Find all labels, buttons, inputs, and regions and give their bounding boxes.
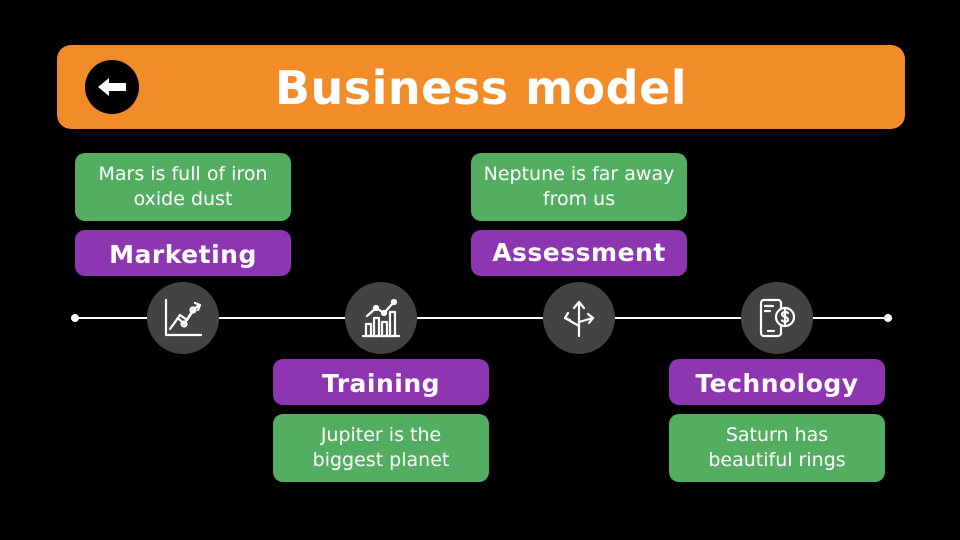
step-label-marketing: Marketing	[75, 230, 291, 276]
step-node-assessment	[543, 282, 615, 354]
timeline-start-dot	[71, 314, 79, 322]
step-node-training	[345, 282, 417, 354]
arrows-crossroad-icon	[563, 300, 595, 338]
page-title: Business model	[274, 61, 688, 115]
step-description-training: Jupiter is the biggest planet	[273, 414, 489, 482]
step-node-marketing	[147, 282, 219, 354]
mobile-payment-icon	[759, 298, 796, 338]
step-description-technology: Saturn has beautiful rings	[669, 414, 885, 482]
growth-chart-icon	[164, 298, 203, 337]
step-description-assessment: Neptune is far away from us	[471, 153, 687, 221]
step-label-assessment: Assessment	[471, 230, 687, 276]
step-description-marketing: Mars is full of iron oxide dust	[75, 153, 291, 221]
arrow-left-icon	[98, 78, 126, 96]
bar-chart-trend-icon	[361, 298, 401, 338]
timeline-end-dot	[884, 314, 892, 322]
back-button[interactable]	[85, 60, 139, 114]
step-label-technology: Technology	[669, 359, 885, 405]
step-label-training: Training	[273, 359, 489, 405]
header-bar: Business model	[57, 45, 905, 129]
step-node-technology	[741, 282, 813, 354]
